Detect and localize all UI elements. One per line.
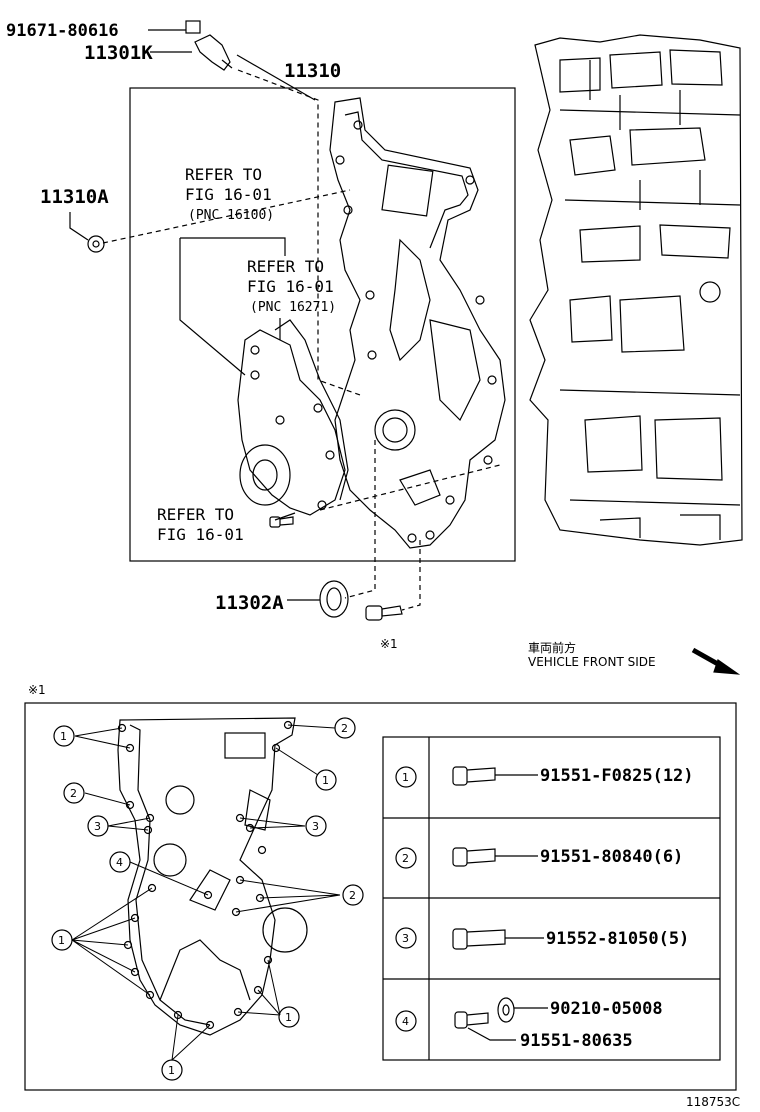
refer-pnc-label-1: (PNC 16100) [188, 208, 274, 223]
table-part-4a: 90210-05008 [550, 999, 663, 1019]
detail-note-marker: ※1 [28, 683, 46, 697]
table-key-4: 4 [402, 1015, 409, 1028]
refer-to-label-3: REFER TO [157, 505, 234, 524]
label-part-11310a: 11310A [40, 186, 109, 208]
label-part-11301k: 11301K [84, 42, 153, 64]
table-key-1: 1 [402, 771, 409, 784]
refer-fig-label-2: FIG 16-01 [247, 277, 334, 296]
plug-11310a-illustration [87, 235, 105, 253]
callout-4: 4 [116, 856, 123, 869]
callout-1: 1 [285, 1011, 292, 1024]
oil-seal-illustration [319, 580, 349, 618]
callout-3: 3 [94, 820, 101, 833]
refer-to-label-2: REFER TO [247, 257, 324, 276]
figure-id: 118753C [686, 1095, 740, 1109]
table-part-4b: 91551-80635 [520, 1031, 633, 1051]
callout-1: 1 [322, 774, 329, 787]
label-part-91671-80616: 91671-80616 [6, 21, 119, 41]
cover-bolt-layout-illustration [117, 717, 308, 1036]
refer-fig-label-3: FIG 16-01 [157, 525, 244, 544]
bolt-illustration [365, 605, 403, 621]
assembly-frame [129, 87, 516, 562]
table-part-1: 91551-F0825(12) [540, 766, 694, 786]
detail-frame [24, 702, 737, 1091]
table-key-3: 3 [402, 932, 409, 945]
callout-1: 1 [58, 934, 65, 947]
label-part-11310: 11310 [284, 60, 341, 82]
bolt-holes [117, 720, 293, 1030]
small-bolt-illustration [269, 516, 294, 528]
callout-circles [51, 717, 364, 1081]
crank-position-sensor-illustration [185, 20, 233, 71]
callout-2: 2 [341, 722, 348, 735]
refer-pnc-label-2: (PNC 16271) [250, 300, 336, 315]
table-part-2: 91551-80840(6) [540, 847, 683, 867]
callout-2: 2 [349, 889, 356, 902]
refer-fig-label-1: FIG 16-01 [185, 185, 272, 204]
bolt-legend-table [382, 736, 721, 1061]
callout-1: 1 [60, 730, 67, 743]
callout-1: 1 [168, 1064, 175, 1077]
table-key-2: 2 [402, 852, 409, 865]
direction-label-jp: 車両前方 [528, 640, 576, 655]
label-part-11302a: 11302A [215, 592, 284, 614]
refer-to-label-1: REFER TO [185, 165, 262, 184]
engine-block-illustration [529, 34, 743, 546]
callout-2: 2 [70, 787, 77, 800]
timing-chain-cover-illustration [329, 97, 506, 549]
callout-3: 3 [312, 820, 319, 833]
table-part-3: 91552-81050(5) [546, 929, 689, 949]
bolt-note-marker: ※1 [380, 637, 398, 651]
water-pump-illustration [237, 319, 349, 516]
direction-label-en: VEHICLE FRONT SIDE [528, 655, 656, 669]
